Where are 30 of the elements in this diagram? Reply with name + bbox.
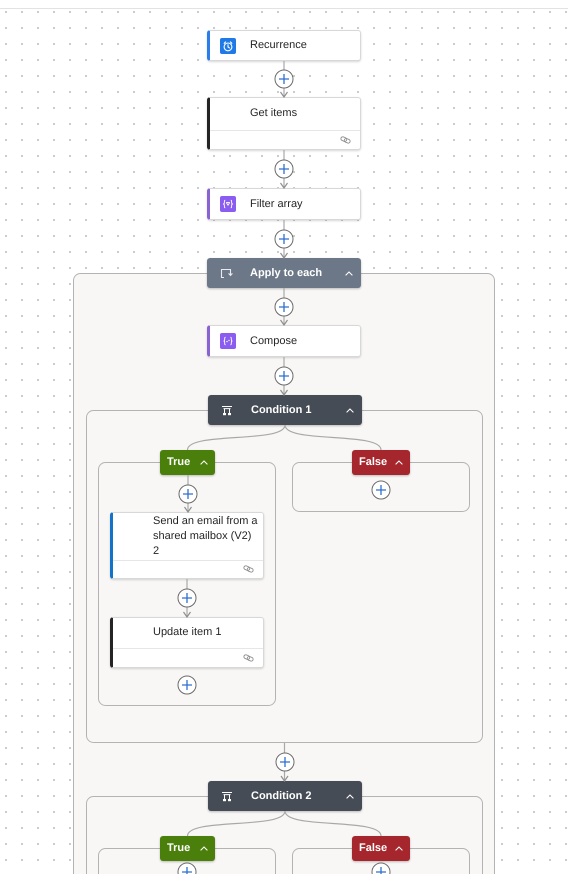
branch-container [292,450,470,512]
action-title: Recurrence [250,38,308,53]
action-card [110,512,264,579]
connector-line [186,810,286,836]
action-card [207,188,361,220]
action-title: Get items [250,106,298,121]
connector-line [186,424,286,450]
action-card [207,325,361,357]
condition-container [86,781,483,874]
header-title: True [167,455,190,470]
connector-line [284,810,382,836]
action-title: Update item 1 [153,625,222,640]
loop-container [73,258,495,874]
action-title: Filter array [250,197,304,212]
branch-container [292,836,470,874]
action-title: Send an email from a shared mailbox (V2) 2 [153,514,259,559]
condition-container [86,395,483,743]
branch-container [98,836,276,874]
header-title: Apply to each [250,266,322,281]
branch-container [98,450,276,706]
header-title: True [167,841,190,856]
connector-line [284,424,382,450]
header-title: False [359,455,388,470]
header-title: Condition 2 [251,789,312,804]
action-card [110,617,264,668]
action-card [207,97,361,150]
header-title: False [359,841,388,856]
action-card [207,30,361,61]
action-title: Compose [250,334,298,349]
header-title: Condition 1 [251,403,312,418]
